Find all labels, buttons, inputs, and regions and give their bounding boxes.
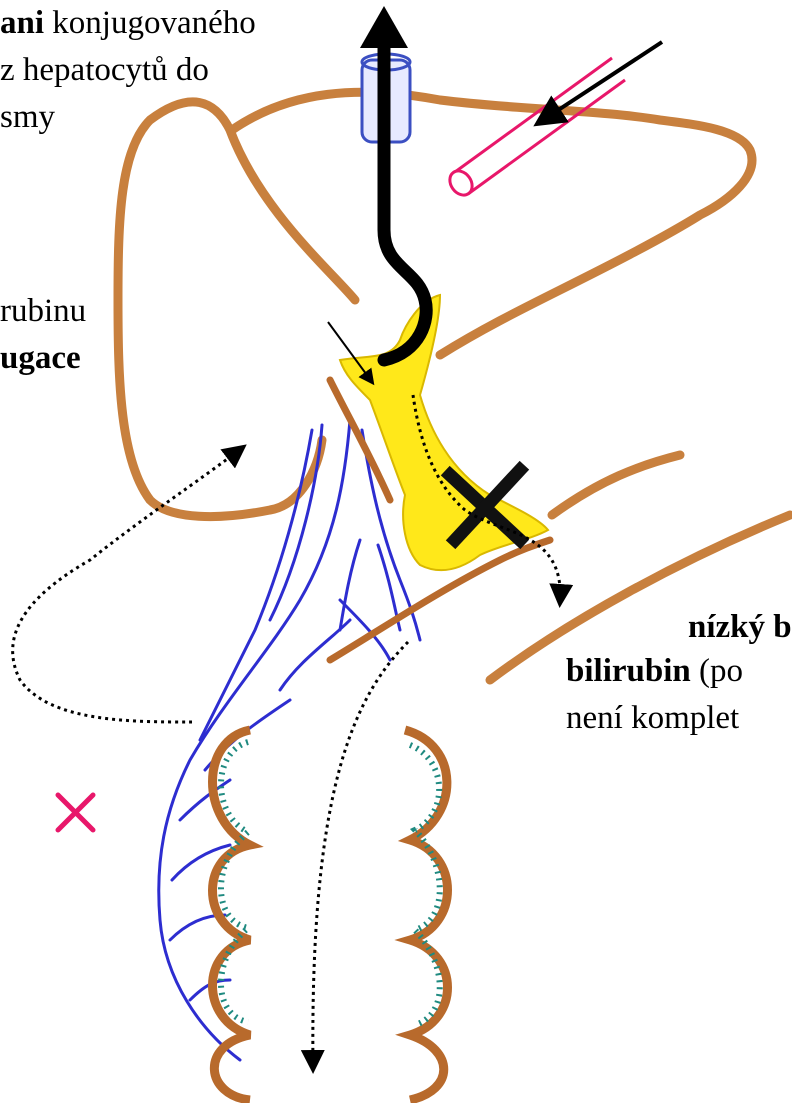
caption-line-3: smy — [0, 94, 256, 141]
left-caption-line-2: ugace — [0, 335, 86, 382]
caption-line-1: ani konjugovaného — [0, 0, 256, 47]
left-caption-line-1: rubinu — [0, 288, 86, 335]
top-left-caption: ani konjugovaného z hepatocytů do smy — [0, 0, 256, 141]
right-caption-rest: bilirubin (po není komplet — [566, 648, 743, 742]
intestine-left-wall — [213, 730, 251, 1100]
right-caption-line-3: není komplet — [566, 695, 743, 742]
right-caption-line-2: bilirubin (po — [566, 648, 743, 695]
left-caption: rubinu ugace — [0, 288, 86, 382]
right-caption-line-1: nízký b — [688, 604, 792, 651]
caption-line-2: z hepatocytů do — [0, 47, 256, 94]
cross-mark-icon — [58, 795, 93, 830]
intestine-right-wall — [405, 730, 448, 1100]
hepatic-artery-tube — [445, 58, 625, 199]
